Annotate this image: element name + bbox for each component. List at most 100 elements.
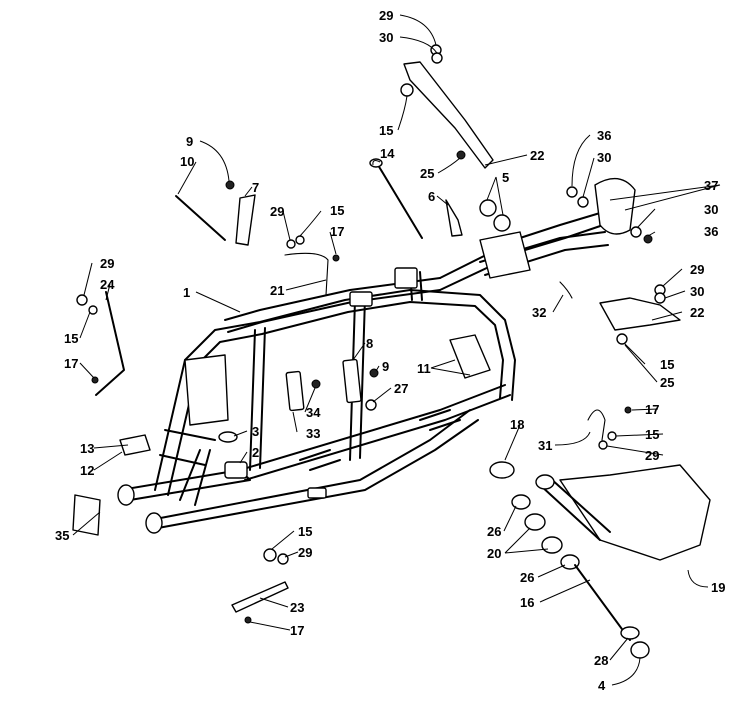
callout-14: 14: [380, 146, 395, 161]
callout-28: 28: [594, 653, 608, 668]
callout-1: 1: [183, 285, 190, 300]
callout-23: 23: [290, 600, 304, 615]
bolt-17c: [624, 406, 632, 414]
callout-37: 37: [704, 178, 718, 193]
washer-29c: [76, 294, 88, 306]
callout-10: 10: [180, 154, 194, 169]
washer-29b: [286, 239, 296, 249]
callout-36: 36: [704, 224, 718, 239]
callout-29: 29: [100, 256, 114, 271]
frame-front-cross-brace: [159, 429, 216, 466]
bracket-13: [119, 434, 151, 456]
callout-27: 27: [394, 381, 408, 396]
callout-29: 29: [690, 262, 704, 277]
washer-28: [620, 626, 640, 640]
frame-upper-right-rail: [439, 209, 613, 291]
bolt-36b: [643, 234, 653, 244]
callout-22: 22: [690, 305, 704, 320]
upper-steering-support: [439, 177, 636, 299]
bracket-23: [231, 581, 289, 613]
clip-32: [559, 281, 573, 299]
callout-35: 35: [55, 528, 69, 543]
frame-lower-cross-1: [299, 449, 341, 471]
callout-32: 32: [532, 305, 546, 320]
washer-26a: [511, 494, 531, 510]
callout-29: 29: [270, 204, 284, 219]
callout-18: 18: [510, 417, 524, 432]
washer-29f: [277, 553, 289, 565]
washer-30b: [577, 196, 589, 208]
callout-17: 17: [645, 402, 659, 417]
callout-17: 17: [330, 224, 344, 239]
callout-3: 3: [252, 424, 259, 439]
bushing-18: [489, 461, 515, 479]
a-arm-shaft: [539, 477, 611, 541]
bracket-7: [235, 194, 256, 246]
main-frame: [72, 267, 516, 536]
callout-36: 36: [597, 128, 611, 143]
washer-29e: [598, 440, 608, 450]
front-mount-plate: [184, 354, 229, 426]
top-bracket-left: [349, 291, 373, 307]
callout-17: 17: [64, 356, 78, 371]
callout-29: 29: [298, 545, 312, 560]
callout-15: 15: [379, 123, 393, 138]
callout-5: 5: [502, 170, 509, 185]
frame-lower-left-rail: [149, 409, 479, 529]
support-bar-22-body: [403, 61, 494, 169]
frame-post-1: [249, 327, 266, 471]
callout-labels: 29 30 15 25 22 14 9 10 7 29 15 17 6 5 36…: [55, 8, 725, 693]
bracket-33: [285, 370, 305, 412]
front-tube-end-left: [117, 484, 135, 506]
callout-33: 33: [306, 426, 320, 441]
callout-21: 21: [270, 283, 284, 298]
callout-34: 34: [306, 405, 321, 420]
a-arm-shaft-end: [535, 474, 555, 490]
bolt-9a: [225, 180, 235, 190]
bushing-5a: [479, 199, 497, 217]
callout-15: 15: [330, 203, 344, 218]
callout-15: 15: [64, 331, 78, 346]
callout-2: 2: [252, 445, 259, 460]
bolt-17d: [244, 616, 252, 624]
callout-12: 12: [80, 463, 94, 478]
strap-21: [284, 252, 329, 296]
nut-15d: [616, 333, 628, 345]
callout-31: 31: [538, 438, 552, 453]
bolt-14: [377, 164, 423, 239]
callout-30: 30: [379, 30, 393, 45]
top-bracket-mid: [394, 267, 418, 289]
callout-26: 26: [520, 570, 534, 585]
support-bar-22: [400, 44, 494, 169]
leader-lines: [72, 14, 721, 686]
callout-25: 25: [660, 375, 674, 390]
bushing-3: [218, 431, 238, 443]
mount-block-2: [224, 461, 248, 479]
nut-15f: [263, 548, 277, 562]
callout-9: 9: [382, 359, 389, 374]
a-arm-assembly: [489, 406, 711, 659]
bushing-20a: [524, 513, 546, 531]
frame-lower-right-rail: [239, 384, 511, 481]
callout-8: 8: [366, 336, 373, 351]
frame-tab-lower: [307, 487, 327, 499]
nut-4: [630, 641, 650, 659]
callout-29: 29: [379, 8, 393, 23]
bolt-17b: [91, 376, 99, 384]
nut-15c: [88, 305, 98, 315]
callout-15: 15: [645, 427, 659, 442]
nut-15e: [607, 431, 617, 441]
callout-24: 24: [100, 277, 115, 292]
callout-29: 29: [645, 448, 659, 463]
callout-30: 30: [690, 284, 704, 299]
callout-15: 15: [298, 524, 312, 539]
bracket-11: [449, 334, 491, 379]
washer-30a: [431, 52, 443, 64]
callout-17: 17: [290, 623, 304, 638]
bolt-17a: [332, 254, 340, 262]
nut-15a: [400, 83, 414, 97]
callout-4: 4: [598, 678, 606, 693]
shaft-16: [574, 564, 631, 641]
a-arm-19: [559, 464, 711, 561]
